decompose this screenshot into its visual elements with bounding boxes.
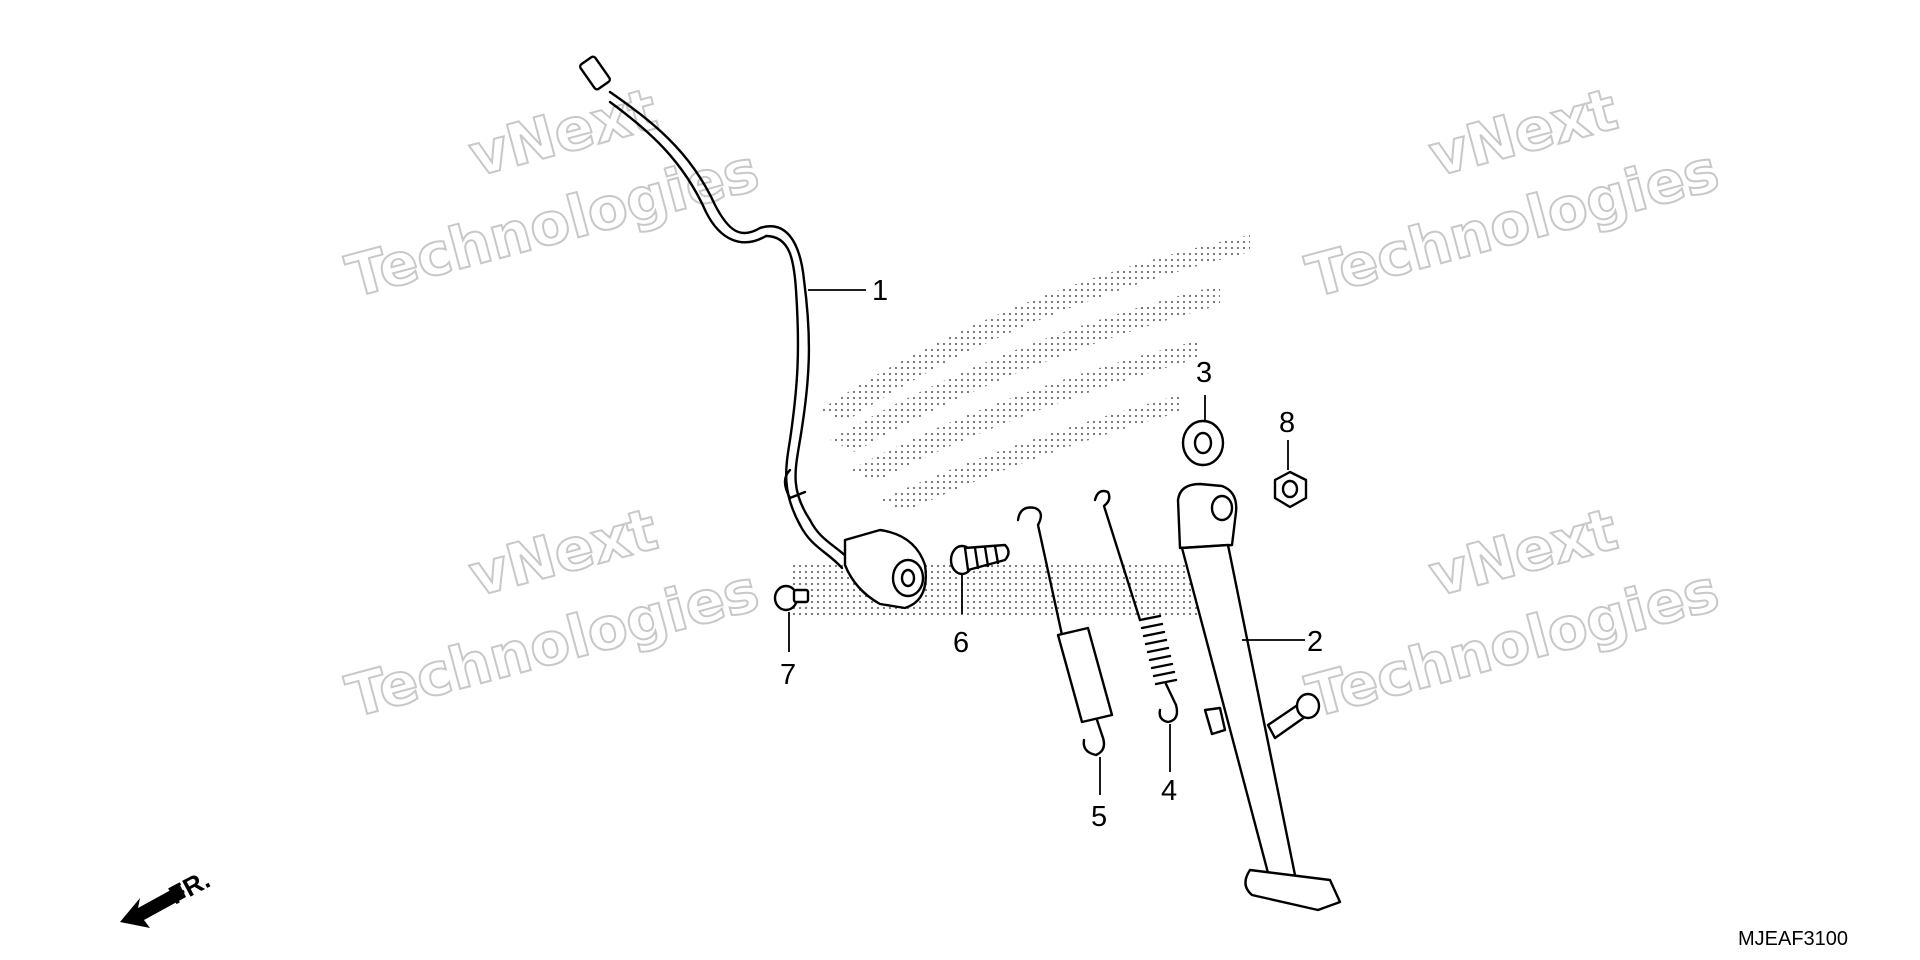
front-direction-arrow-icon: [120, 885, 186, 928]
callout-1[interactable]: 1: [872, 275, 888, 307]
callout-4[interactable]: 4: [1161, 775, 1177, 807]
callout-2[interactable]: 2: [1307, 626, 1323, 658]
watermark-top-right: vNext Technologies: [1298, 74, 1726, 312]
watermark-top-left: vNext Technologies: [338, 74, 766, 312]
watermark-bottom-left: vNext Technologies: [338, 494, 766, 732]
watermark-bottom-right: vNext Technologies: [1298, 494, 1726, 732]
spring-with-cover-5[interactable]: [1016, 506, 1114, 757]
return-spring-4[interactable]: [1093, 489, 1179, 724]
pivot-bolt-6[interactable]: [949, 543, 1010, 576]
washer-3[interactable]: [1181, 419, 1225, 467]
callout-7[interactable]: 7: [780, 659, 796, 691]
side-stand-switch-harness[interactable]: [579, 55, 927, 610]
callout-8[interactable]: 8: [1279, 407, 1295, 439]
side-stand-2[interactable]: [1176, 482, 1342, 912]
callout-6[interactable]: 6: [953, 627, 969, 659]
nut-8[interactable]: [1273, 470, 1308, 509]
callout-3[interactable]: 3: [1196, 357, 1212, 389]
callout-5[interactable]: 5: [1091, 801, 1107, 833]
diagram-code: MJEAF3100: [1738, 928, 1848, 950]
washer-bolt-7[interactable]: [773, 584, 810, 612]
